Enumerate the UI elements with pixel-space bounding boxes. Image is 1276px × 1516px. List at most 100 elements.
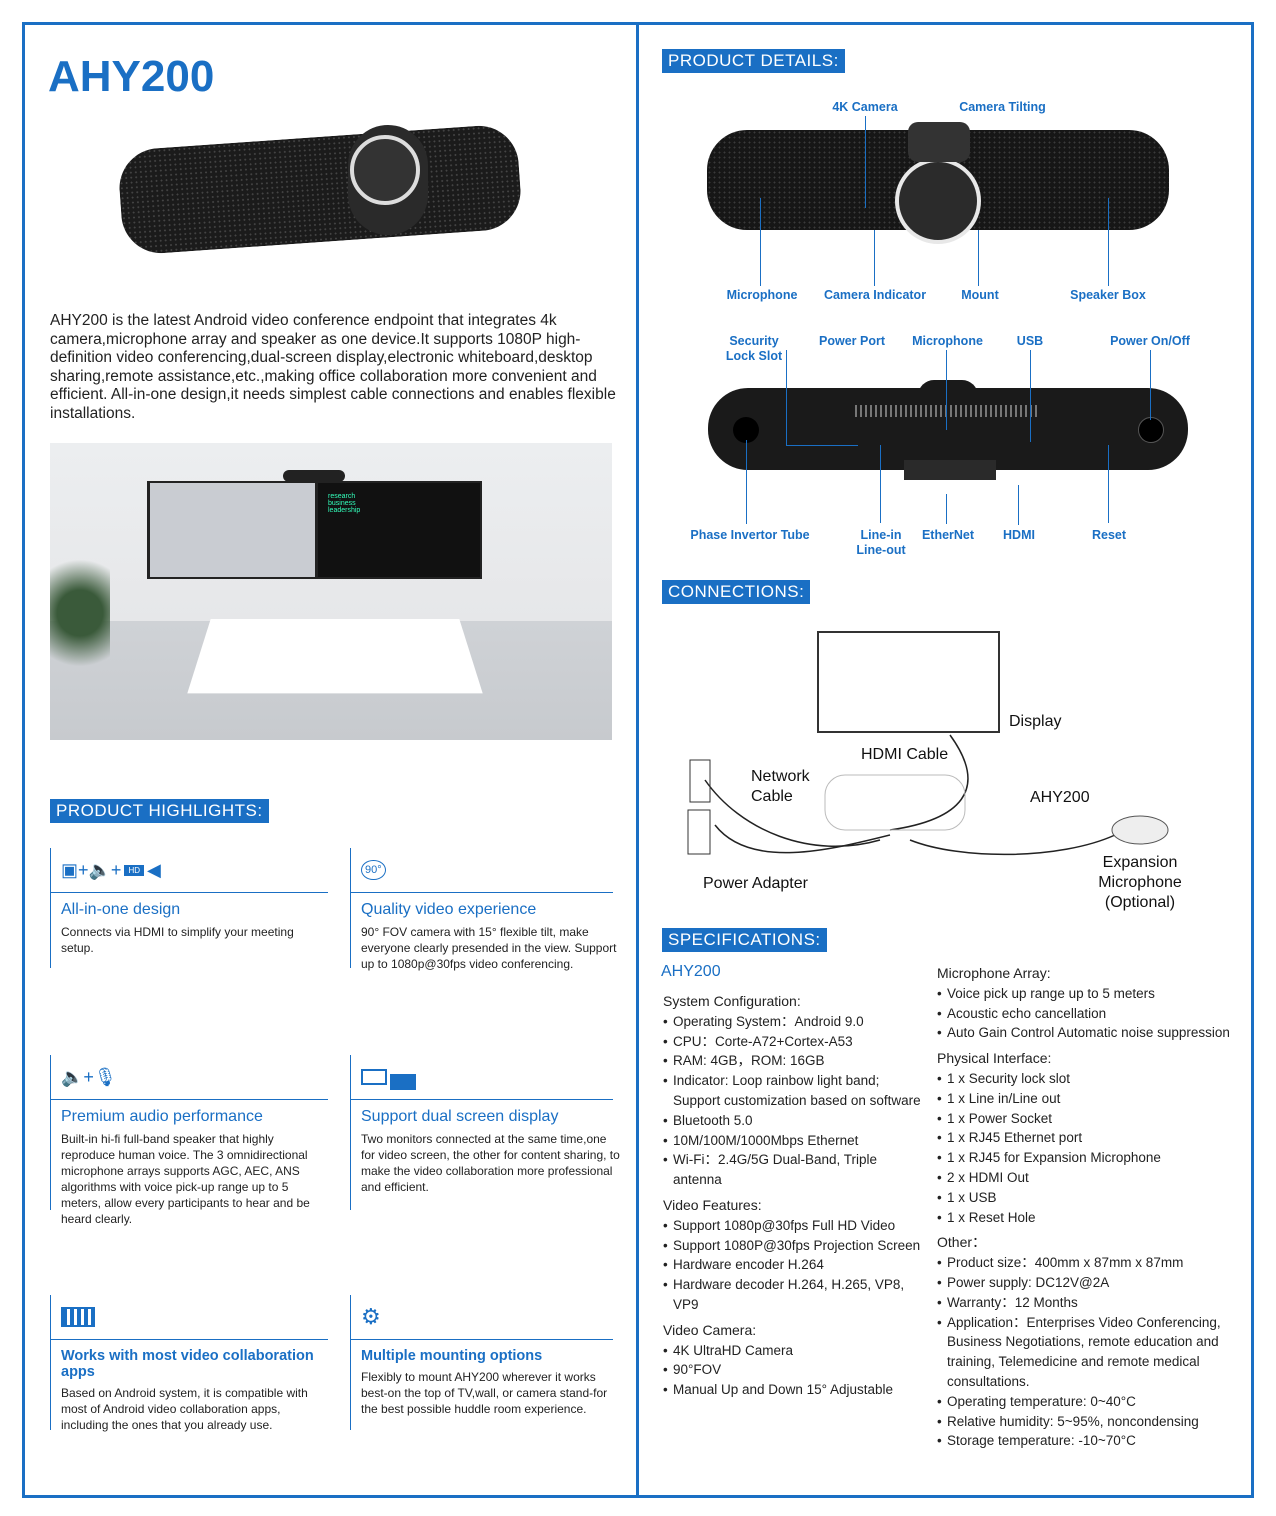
spec-group-title: Video Features: xyxy=(663,1196,762,1213)
fov-90-icon: 90° xyxy=(361,848,620,892)
spec-item: Hardware encoder H.264 xyxy=(663,1255,925,1275)
spec-item: Hardware decoder H.264, H.265, VP8, VP9 xyxy=(663,1275,925,1315)
spec-item: 10M/100M/1000Mbps Ethernet xyxy=(663,1131,925,1151)
spec-item: 4K UltraHD Camera xyxy=(663,1341,925,1361)
label-display: Display xyxy=(1009,713,1062,730)
spec-item: Indicator: Loop rainbow light band; Supp… xyxy=(663,1071,925,1111)
spec-item: Application：Enterprises Video Conferenci… xyxy=(937,1313,1232,1392)
speaker-mic-icon: 🔈+🎙 xyxy=(61,1066,117,1087)
connection-cables xyxy=(687,734,1169,856)
highlight-apps: Works with most video collaboration apps… xyxy=(50,1295,328,1432)
highlight-title: All-in-one design xyxy=(61,901,181,918)
details-heading: PRODUCT DETAILS: xyxy=(662,49,845,73)
spec-group-title: Physical Interface: xyxy=(937,1050,1052,1067)
product-image xyxy=(116,123,524,256)
label-power-on-off: Power On/Off xyxy=(1110,334,1190,348)
highlight-mounting: ⚙ Multiple mounting options Flexibly to … xyxy=(350,1295,620,1430)
highlights-heading: PRODUCT HIGHLIGHTS: xyxy=(50,799,269,823)
label-hdmi: HDMI xyxy=(1003,528,1035,542)
spec-item: 1 x Reset Hole xyxy=(937,1208,1232,1228)
spec-group-title: Video Camera: xyxy=(663,1321,757,1338)
spec-item: Voice pick up range up to 5 meters xyxy=(937,984,1232,1004)
spec-item: Storage temperature: -10~70°C xyxy=(937,1431,1232,1451)
label-4k-camera: 4K Camera xyxy=(832,100,898,114)
highlight-video: 90° Quality video experience 90° FOV cam… xyxy=(350,848,620,971)
spec-group-title: System Configuration: xyxy=(663,993,801,1009)
camera-lens xyxy=(895,158,981,244)
highlight-all-in-one: ▣+🔈+HD◀ All-in-one design Connects via H… xyxy=(50,848,328,968)
label-usb: USB xyxy=(1016,334,1044,348)
spec-item: 1 x Power Socket xyxy=(937,1109,1232,1129)
gear-icon: ⚙ xyxy=(361,1304,381,1329)
highlight-audio: 🔈+🎙 Premium audio performance Built-in h… xyxy=(50,1055,328,1226)
spec-item: 1 x USB xyxy=(937,1188,1232,1208)
camera-tilt-barrel xyxy=(908,122,970,162)
spec-item: Support 1080p@30fps Full HD Video xyxy=(663,1216,925,1236)
highlight-dual-screen: Support dual screen display Two monitors… xyxy=(350,1055,620,1210)
label-ethernet: EtherNet xyxy=(921,528,975,542)
label-power-port: Power Port xyxy=(819,334,885,348)
spec-item: Acoustic echo cancellation xyxy=(937,1004,1232,1024)
spec-item: Manual Up and Down 15° Adjustable xyxy=(663,1380,925,1400)
screen-word: research xyxy=(328,493,356,500)
spec-item: 2 x HDMI Out xyxy=(937,1168,1232,1188)
label-network-cable: Network Cable xyxy=(751,768,810,805)
highlight-text: Built-in hi-fi full-band speaker that hi… xyxy=(61,1132,310,1226)
label-microphone-port: Microphone xyxy=(912,334,983,348)
spec-column-1: System Configuration: Operating System：An… xyxy=(663,986,925,1400)
spec-item: Auto Gain Control Automatic noise suppre… xyxy=(937,1023,1232,1043)
highlight-title: Support dual screen display xyxy=(361,1108,559,1125)
highlight-title: Premium audio performance xyxy=(61,1108,263,1125)
spec-group-title: Other： xyxy=(937,1234,987,1251)
spec-item: Product size：400mm x 87mm x 87mm xyxy=(937,1253,1232,1273)
spec-item: Power supply: DC12V@2A xyxy=(937,1273,1232,1293)
label-camera-indicator: Camera Indicator xyxy=(823,288,927,302)
apps-grid-icon xyxy=(61,1295,328,1339)
label-ahy200: AHY200 xyxy=(1030,789,1090,806)
spec-item: Wi-Fi：2.4G/5G Dual-Band, Triple antenna xyxy=(663,1150,925,1190)
spec-item: Bluetooth 5.0 xyxy=(663,1111,925,1131)
highlight-text: 90° FOV camera with 15° flexible tilt, m… xyxy=(361,925,617,971)
spec-item: Operating temperature: 0~40°C xyxy=(937,1392,1232,1412)
spec-item: Warranty：12 Months xyxy=(937,1293,1232,1313)
spec-item: Support 1080P@30fps Projection Screen xyxy=(663,1236,925,1256)
dual-monitor-icon xyxy=(361,1055,620,1099)
screen-word: leadership xyxy=(328,507,361,514)
phase-tube xyxy=(733,417,759,443)
spec-item: 1 x Security lock slot xyxy=(937,1069,1232,1089)
highlight-title: Works with most video collaboration apps xyxy=(61,1348,314,1380)
spec-item: Operating System：Android 9.0 xyxy=(663,1012,925,1032)
specifications-heading: SPECIFICATIONS: xyxy=(662,928,827,952)
highlight-title: Multiple mounting options xyxy=(361,1348,543,1364)
spec-item: RAM: 4GB，ROM: 16GB xyxy=(663,1051,925,1071)
fov-icon-text: 90° xyxy=(361,860,386,880)
display-illustration xyxy=(817,631,1000,733)
product-title: AHY200 xyxy=(48,52,215,101)
label-reset: Reset xyxy=(1091,528,1127,542)
label-hdmi-cable: HDMI Cable xyxy=(861,746,949,763)
label-security-lock-slot: Security Lock Slot xyxy=(725,334,783,363)
spec-item: CPU：Corte-A72+Cortex-A53 xyxy=(663,1032,925,1052)
spec-column-2: Microphone Array:Voice pick up range up … xyxy=(937,958,1232,1451)
spec-item: Relative humidity: 5~95%, noncondensing xyxy=(937,1412,1232,1432)
label-power-adapter: Power Adapter xyxy=(703,875,808,892)
highlight-text: Connects via HDMI to simplify your meeti… xyxy=(61,925,294,955)
label-camera-tilting: Camera Tilting xyxy=(959,100,1046,114)
label-line-in-out: Line-in Line-out xyxy=(856,528,906,557)
screen-word: business xyxy=(328,500,356,507)
spec-item: 1 x RJ45 Ethernet port xyxy=(937,1128,1232,1148)
spec-item: 1 x RJ45 for Expansion Microphone xyxy=(937,1148,1232,1168)
spec-model: AHY200 xyxy=(661,963,721,980)
column-divider xyxy=(636,22,639,1498)
intro-text: AHY200 is the latest Android video confe… xyxy=(50,312,616,422)
power-button xyxy=(1138,417,1164,443)
device-back-image xyxy=(708,388,1188,470)
highlight-text: Based on Android system, it is compatibl… xyxy=(61,1386,308,1432)
label-mount: Mount xyxy=(961,288,999,302)
label-speaker-box: Speaker Box xyxy=(1070,288,1146,302)
label-expansion-microphone: Expansion Microphone (Optional) xyxy=(1098,854,1182,911)
label-phase-invertor-tube: Phase Invertor Tube xyxy=(690,528,810,542)
spec-item: 90°FOV xyxy=(663,1360,925,1380)
hd-icon-text: HD xyxy=(124,864,145,876)
